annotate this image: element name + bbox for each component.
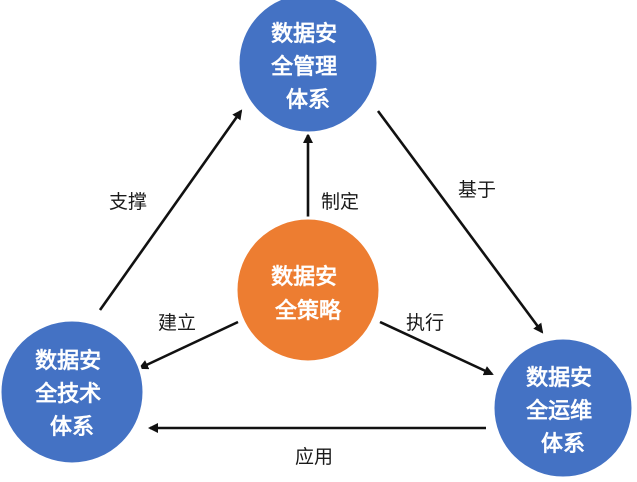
edge-label-formulate: 制定 xyxy=(321,191,359,213)
node-strategy-line-2: 全策略 xyxy=(274,298,342,324)
edge-label-execute: 执行 xyxy=(406,312,444,334)
node-management-circle xyxy=(236,0,380,135)
edge-label-apply: 应用 xyxy=(295,446,333,468)
arrow-support xyxy=(98,109,243,311)
edge-label-support: 支撑 xyxy=(109,191,147,213)
node-management: 数据安 全管理 体系 xyxy=(236,0,380,135)
svg-text:数据安 全运维 体系: 数据安 全运维 体系 xyxy=(525,365,600,457)
node-technology-line-2: 全技术 xyxy=(34,381,101,407)
node-technology-line-3: 体系 xyxy=(50,415,94,440)
node-management-line-2: 全管理 xyxy=(270,54,337,80)
node-operations-circle xyxy=(491,336,635,480)
edge-label-establish: 建立 xyxy=(158,312,196,334)
node-operations-line-3: 体系 xyxy=(541,432,585,457)
edge-label-based-on: 基于 xyxy=(458,179,496,201)
node-strategy-line-1: 数据安 xyxy=(271,264,337,290)
node-operations-line-2: 全运维 xyxy=(525,398,592,424)
svg-text:数据安 全技术 体系: 数据安 全技术 体系 xyxy=(34,348,109,440)
node-technology-circle xyxy=(0,318,146,466)
arrow-execute xyxy=(379,320,494,376)
node-operations: 数据安 全运维 体系 xyxy=(491,336,635,480)
node-strategy: 数据安 全策略 xyxy=(234,216,382,364)
arrow-based-on xyxy=(376,110,544,334)
svg-text:数据安 全策略: 数据安 全策略 xyxy=(271,264,345,324)
svg-text:数据安 全管理 体系: 数据安 全管理 体系 xyxy=(270,21,345,113)
node-technology-line-1: 数据安 xyxy=(35,348,101,374)
node-management-line-1: 数据安 xyxy=(271,21,337,47)
node-technology: 数据安 全技术 体系 xyxy=(0,318,146,466)
node-strategy-circle xyxy=(234,216,382,364)
node-management-line-3: 体系 xyxy=(286,88,330,113)
node-operations-line-1: 数据安 xyxy=(526,365,592,391)
arrow-establish xyxy=(138,320,239,370)
